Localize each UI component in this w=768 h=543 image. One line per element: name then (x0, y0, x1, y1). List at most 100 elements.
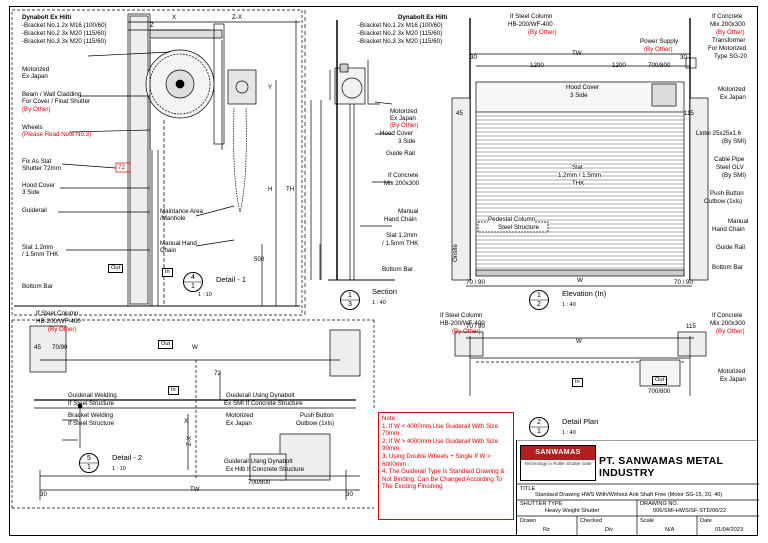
d1-manual: Manual Hand (160, 240, 197, 247)
d2-bw1: Bracket Welding (68, 412, 113, 419)
d2-in-label: In (168, 386, 179, 395)
d2-by-other: (By Other) (48, 326, 77, 333)
d1-ex-japan: Ex Japan (22, 73, 48, 80)
elev-by-other-2: (By Other) (716, 29, 745, 36)
elev-tw: TW (572, 50, 582, 57)
sec-hood: Hood Cover (380, 130, 414, 137)
elev-mix: Mix 200x300 (710, 21, 746, 28)
d1-slat2: / 1.5mm THK (22, 251, 59, 258)
elev-transformer: Transformer (712, 37, 746, 44)
sec-guide-rail: Guide Rail (386, 150, 415, 157)
d1-shutter72: Shutter 72mm (22, 165, 61, 172)
elev-pedestal: Pedestal Column (488, 216, 536, 223)
note-box: Note : 1. If W < 4000mm Use Guiderail Wi… (378, 412, 514, 520)
d1-maintenance: Maintance Area (160, 208, 203, 215)
plan-d70: 70 / 90 (466, 323, 485, 330)
d2-if-steel: If Steel Column (36, 310, 79, 317)
plan-scale: 1 : 40 (562, 430, 576, 436)
company-logo: SANWAMAS Technology in Roller Shutter Ga… (520, 445, 596, 481)
d2-x: X (184, 418, 189, 425)
elev-hand-chain: Hand Chain (712, 226, 745, 233)
d1-out-label: Out (108, 264, 124, 273)
tb-checked-value: Div (605, 527, 614, 533)
note-item-2: 2. If W > 4000mm Use Guiderail With Size… (382, 437, 499, 453)
title-block-grid (517, 440, 759, 536)
tb-drawn-value: Rz (543, 527, 550, 533)
d1-bracket2: -Bracket No.2 3x M20 (115/60) (22, 30, 107, 37)
sec-scale: 1 : 40 (372, 300, 386, 306)
d2-hb: HB-200/WF-400 (36, 318, 81, 325)
d2-exj: Ex Japan (226, 420, 252, 427)
elev-power: Power Supply (640, 38, 679, 45)
sec-three-side: 3 Side (398, 138, 416, 145)
sec-bracket3: -Bracket No.3 3x M20 (115/60) (358, 38, 443, 45)
elev-guide-rail: Guide Rail (716, 244, 745, 251)
d2-gd2: Ex SMI If Concrete Structure (224, 400, 303, 407)
d1-dynabolt: Dynabolt Ex Hilti (22, 14, 72, 21)
tb-drawing-no-value: 006/SMI-HWS/SF-STD/06/22 (653, 508, 727, 514)
d2-d30b: 30 (346, 491, 353, 498)
sec-mix: Mix 200x300 (384, 180, 420, 187)
elev-three-side: 3 Side (570, 92, 588, 99)
d2-mot: Motorized (226, 412, 254, 419)
elev-d700: 700/800 (648, 62, 671, 69)
d2-gd3: Guiderail Using Dynabolt (224, 458, 293, 465)
tb-title-label: TITLE (520, 486, 536, 492)
tb-date-label: Date (700, 518, 712, 524)
d1-dim-72: 72 (118, 164, 125, 171)
plan-hb: HB-200/WF-400 (440, 320, 485, 327)
elev-manual: Manual (728, 218, 749, 225)
d2-gd1: Guiderail Using Dynabolt (226, 392, 295, 399)
d2-d72: 72 (214, 370, 221, 377)
elev-d1200a: 1200 (530, 62, 544, 69)
d2-gw2: If Steel Structure (68, 400, 115, 407)
plan-title: Detail Plan (562, 417, 599, 426)
d2-d70: 70/90 (52, 344, 68, 351)
elev-d45: 45 (456, 110, 463, 117)
elev-by-other: (By Other) (528, 29, 557, 36)
d2-push: Push Button (300, 412, 334, 419)
sec-slat2: / 1.5mm THK (382, 240, 419, 247)
plan-if-steel: If Steel Column (440, 312, 483, 319)
title-block: SANWAMAS Technology in Roller Shutter Ga… (516, 440, 759, 536)
d1-chain: Chain (160, 247, 177, 254)
d1-wheels: Wheels (22, 124, 43, 131)
note-heading: Note : (382, 415, 399, 422)
d1-title: Detail - 1 (216, 275, 247, 284)
d1-dim-x: X (172, 14, 177, 21)
elev-hb: HB-200/WF-400 (508, 21, 553, 28)
elev-cable: Cable Pipe (714, 156, 745, 163)
elev-hood: Hood Cover (566, 84, 600, 91)
tb-drawing-no-label: DRAWING NO. (640, 501, 679, 507)
d2-out-label: Out (158, 340, 174, 349)
elev-motorized: Motorized (718, 86, 746, 93)
tb-shutter-type-label: SHUTTER TYPE (520, 501, 563, 507)
elev-lintel: Lintel 25x25x1.6 (696, 130, 742, 137)
elev-push: Push Button (710, 190, 744, 197)
note-item-1: 1. If W < 4000mm Use Guiderail With Size… (382, 422, 499, 438)
plan-w: W (576, 338, 582, 345)
plan-d115: 115 (686, 323, 696, 330)
sec-ex-japan: Ex Japan (390, 115, 416, 122)
plan-if-concrete: If Concrete (712, 312, 743, 319)
elev-for-motorized: For Motorized (708, 45, 747, 52)
elev-slat: Slat (572, 164, 583, 171)
d2-d45: 45 (34, 344, 41, 351)
sec-by-other: (By Other) (390, 122, 419, 129)
plan-by-other: (By Other) (452, 328, 481, 335)
note-item-4: 4. The Guiderail Type Is Standard Drawin… (382, 468, 505, 491)
d2-zx: Z-X (186, 436, 193, 446)
d1-hood-cover: Hood Cover (22, 182, 56, 189)
tb-scale-value: N/A (665, 527, 675, 533)
d1-bracket3: -Bracket No.3 3x M20 (115/60) (22, 38, 107, 45)
d1-three-side: 3 Side (22, 189, 40, 196)
d1-guiderail: Guiderail (22, 207, 47, 214)
d2-outbow: Outbow (1xls) (296, 420, 335, 427)
d1-bottom-bar: Bottom Bar (22, 283, 53, 290)
elev-if-concrete: If Concrete (712, 13, 743, 20)
d2-bw2: If Steel Structure (68, 420, 115, 427)
